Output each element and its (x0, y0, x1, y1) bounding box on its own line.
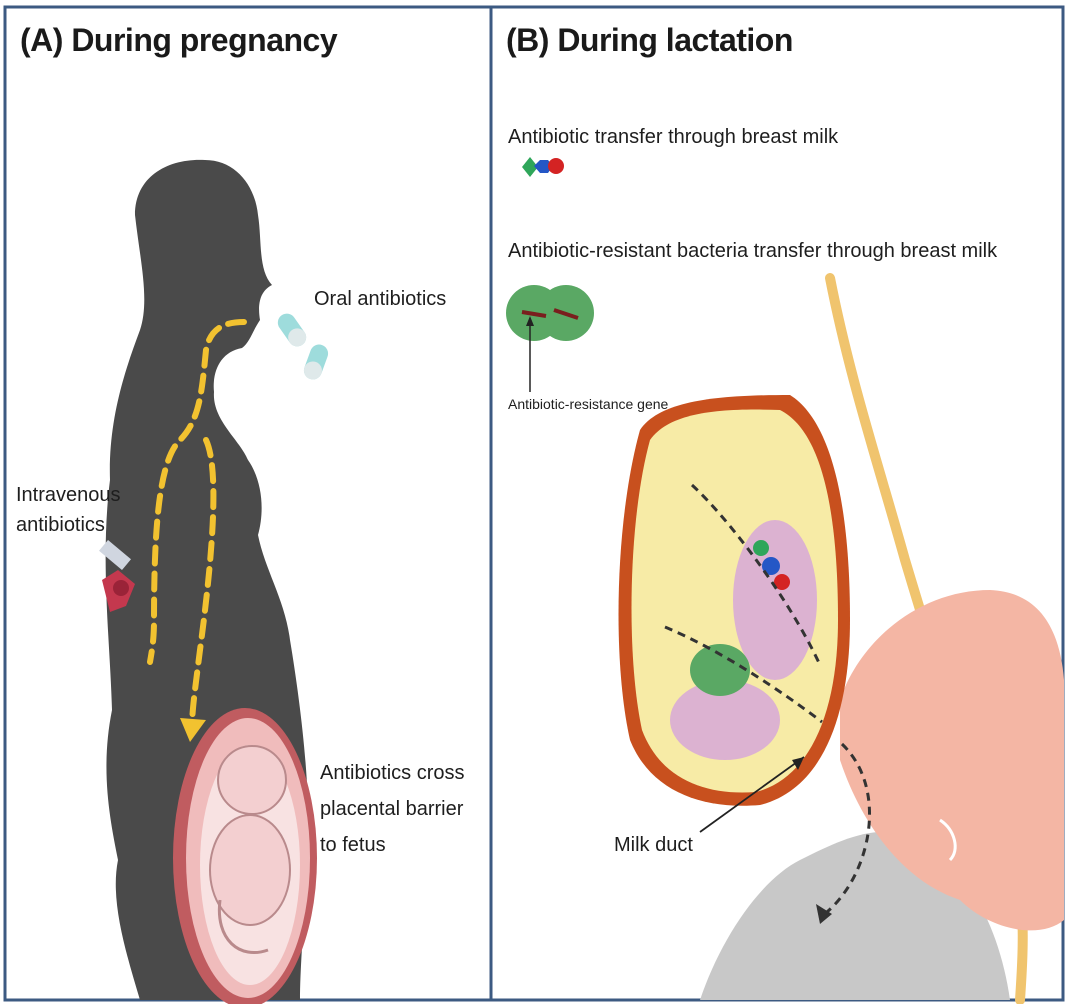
resistance-gene-label: Antibiotic-resistance gene (508, 395, 668, 413)
panel-a-title: (A) During pregnancy (20, 22, 337, 59)
placenta-label-line2: placental barrier (320, 796, 463, 822)
antibiotic-molecules-icon (522, 157, 564, 177)
panel-b-title: (B) During lactation (506, 22, 793, 59)
intravenous-label-line2: antibiotics (16, 512, 105, 538)
oral-antibiotics-label: Oral antibiotics (314, 286, 446, 312)
fetus-icon (173, 708, 317, 1004)
oral-pills (274, 310, 330, 382)
antibiotic-transfer-label: Antibiotic transfer through breast milk (508, 124, 838, 150)
placenta-label-line3: to fetus (320, 832, 386, 858)
intravenous-label-line1: Intravenous (16, 482, 121, 508)
milk-duct-label: Milk duct (614, 832, 693, 858)
placenta-label-line1: Antibiotics cross (320, 760, 465, 786)
bacteria-icon (506, 285, 594, 392)
resistant-bacteria-label: Antibiotic-resistant bacteria transfer t… (508, 238, 997, 264)
